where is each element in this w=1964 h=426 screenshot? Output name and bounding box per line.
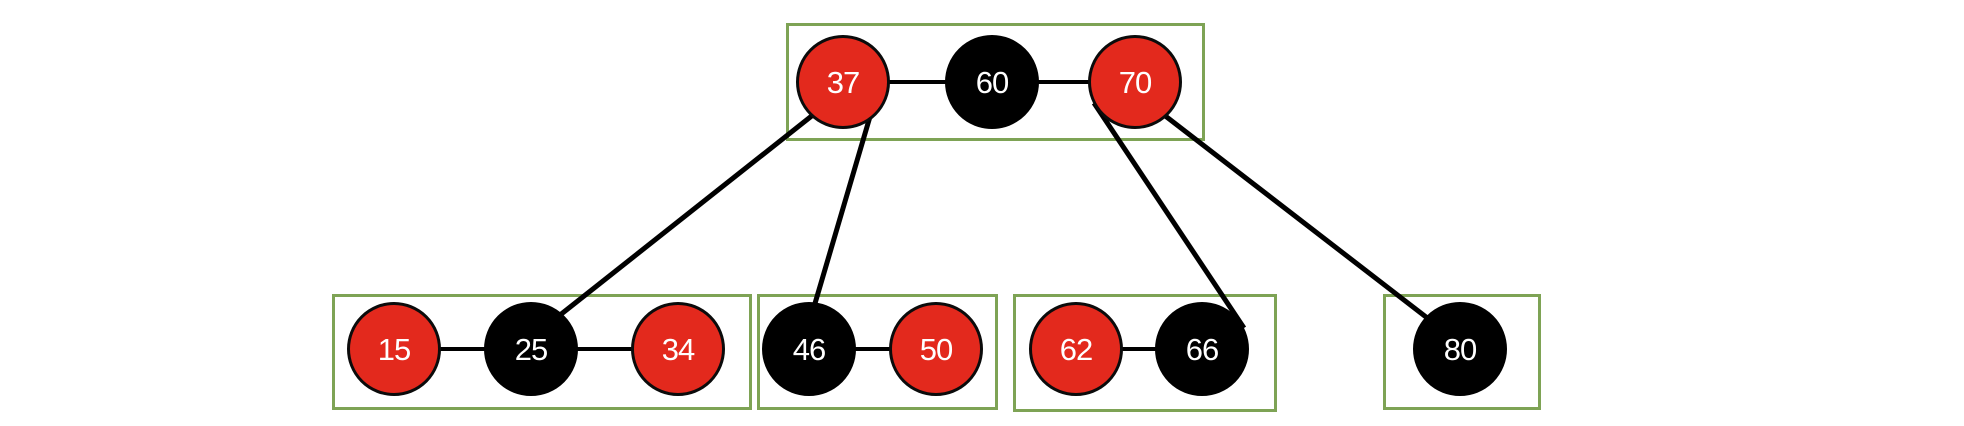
- node-46-label: 46: [792, 331, 826, 367]
- node-80: 80: [1413, 302, 1507, 396]
- node-60: 60: [945, 35, 1039, 129]
- node-50-label: 50: [919, 331, 953, 367]
- node-60-label: 60: [975, 64, 1009, 100]
- node-62-label: 62: [1059, 331, 1093, 367]
- node-66-label: 66: [1185, 331, 1219, 367]
- node-46: 46: [762, 302, 856, 396]
- node-80-label: 80: [1443, 331, 1477, 367]
- node-15-label: 15: [377, 331, 411, 367]
- node-34-label: 34: [661, 331, 695, 367]
- node-62: 62: [1029, 302, 1123, 396]
- group-leaf-4: [1383, 294, 1541, 410]
- edge-37-25: [553, 105, 825, 321]
- node-25: 25: [484, 302, 578, 396]
- group-leaf-2: [757, 294, 998, 410]
- group-root: [786, 23, 1205, 141]
- group-leaf-1: [332, 294, 752, 410]
- node-25-label: 25: [514, 331, 548, 367]
- node-66: 66: [1155, 302, 1249, 396]
- node-37-label: 37: [826, 64, 860, 100]
- node-70: 70: [1088, 35, 1182, 129]
- node-70-label: 70: [1118, 64, 1152, 100]
- node-15: 15: [347, 302, 441, 396]
- node-34: 34: [631, 302, 725, 396]
- node-37: 37: [796, 35, 890, 129]
- node-50: 50: [889, 302, 983, 396]
